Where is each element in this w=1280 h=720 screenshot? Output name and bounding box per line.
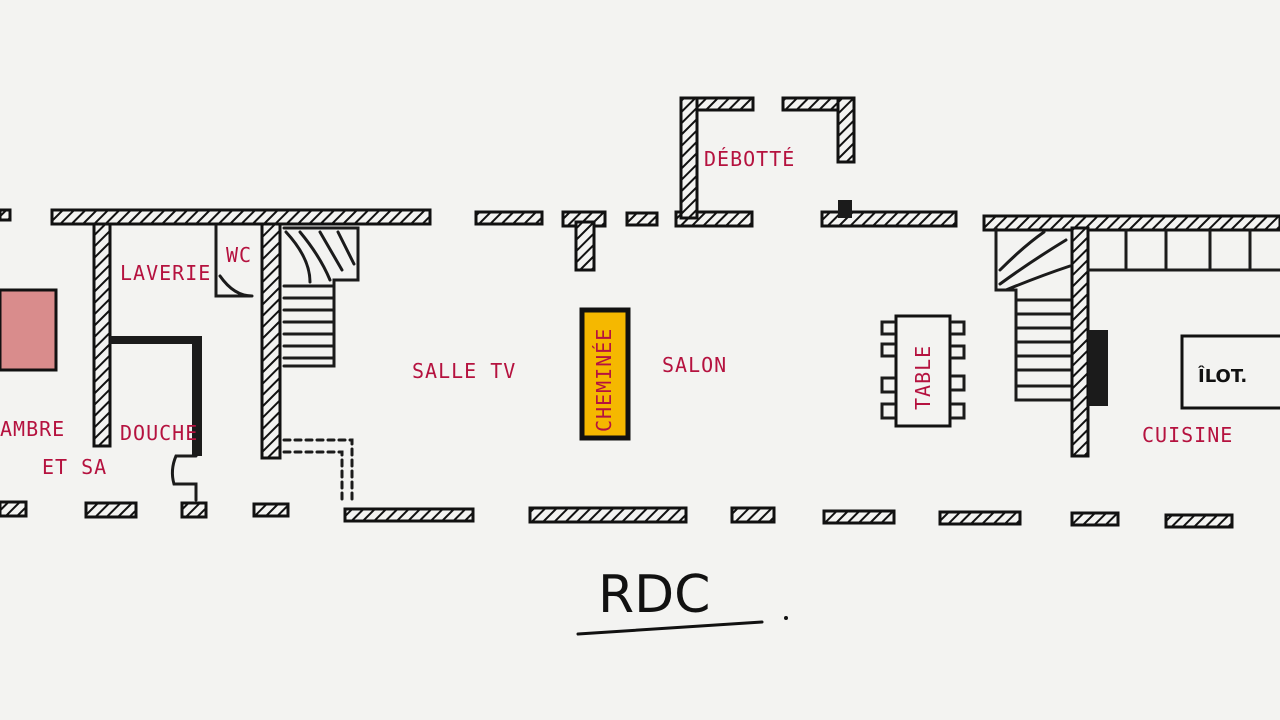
cheminee-label: CHEMINÉE bbox=[592, 328, 616, 432]
bed bbox=[0, 288, 58, 372]
chambre-label: AMBRE bbox=[0, 417, 65, 441]
debotte-room bbox=[679, 96, 856, 220]
chambre-label-line2: ET SA bbox=[42, 455, 107, 479]
right-zone: ÎLOT. bbox=[994, 226, 1280, 458]
dining-table: TABLE bbox=[880, 314, 966, 428]
debotte-label: DÉBOTTÉ bbox=[704, 147, 795, 171]
cuisine-label: CUISINE bbox=[1142, 423, 1233, 447]
left-staircase bbox=[282, 226, 360, 368]
salon-label: SALON bbox=[662, 353, 727, 377]
laverie-label: LAVERIE bbox=[120, 261, 211, 285]
table-label: TABLE bbox=[911, 345, 935, 410]
fireplace: CHEMINÉE bbox=[579, 307, 631, 441]
kitchen-island bbox=[1180, 334, 1280, 410]
wc-label: WC bbox=[226, 243, 252, 267]
title-dot bbox=[784, 616, 788, 620]
bottom-wall bbox=[0, 500, 1234, 529]
left-zone bbox=[0, 222, 354, 502]
title-underline bbox=[576, 620, 764, 636]
ilot-label: ÎLOT. bbox=[1198, 365, 1247, 387]
douche-label: DOUCHE bbox=[120, 421, 198, 445]
central-column bbox=[574, 220, 596, 272]
salle-tv-label: SALLE TV bbox=[412, 359, 516, 383]
plan-title: RDC bbox=[598, 565, 710, 625]
